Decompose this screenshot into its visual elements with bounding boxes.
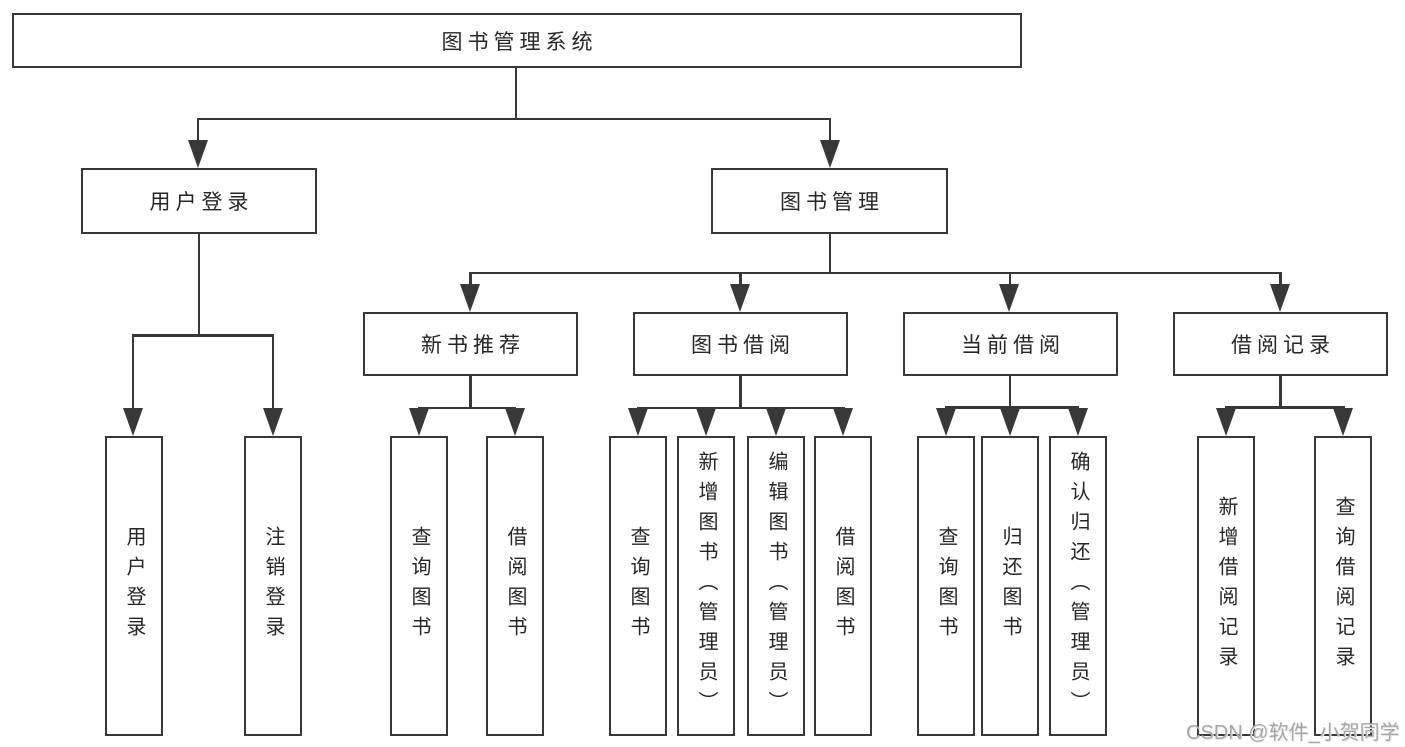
node-label: 用户登录	[149, 191, 254, 214]
arrow-down-icon	[1333, 408, 1353, 436]
node-label: 图书借阅	[691, 334, 795, 357]
arrow-down-icon	[936, 408, 956, 436]
arrow-down-icon	[263, 408, 283, 436]
tree-line	[196, 117, 831, 120]
tree-line	[197, 234, 201, 335]
tree-line	[131, 334, 274, 337]
tree-line	[1279, 271, 1282, 290]
node-leaf-borrow-books-2: 借阅图书	[814, 436, 872, 736]
arrow-down-icon	[696, 408, 716, 436]
node-leaf-edit-book-admin: 编辑图书（管理员）	[747, 436, 805, 736]
node-label: 查询图书	[408, 526, 430, 646]
tree-line	[469, 271, 472, 290]
node-label: 图书管理	[780, 191, 884, 214]
node-label: 注销登录	[262, 526, 284, 646]
node-label: 借阅图书	[504, 526, 526, 646]
node-label: 查询图书	[627, 526, 649, 646]
node-label: 编辑图书（管理员）	[765, 451, 787, 721]
tree-line	[828, 117, 832, 146]
arrow-down-icon	[820, 140, 840, 168]
node-label: 归还图书	[999, 526, 1021, 646]
node-new-book-recommendation: 新书推荐	[363, 312, 578, 376]
node-label: 新增图书（管理员）	[695, 451, 717, 721]
arrow-down-icon	[1216, 408, 1236, 436]
arrow-down-icon	[833, 408, 853, 436]
arrow-down-icon	[730, 284, 750, 312]
node-current-borrowing: 当前借阅	[903, 312, 1118, 376]
node-leaf-borrow-books-1: 借阅图书	[486, 436, 544, 736]
tree-line	[828, 234, 832, 274]
arrow-down-icon	[1068, 408, 1088, 436]
node-leaf-confirm-return-admin: 确认归还（管理员）	[1049, 436, 1107, 736]
tree-line	[739, 271, 742, 290]
tree-line	[739, 376, 742, 407]
tree-line	[196, 117, 200, 146]
tree-line	[944, 406, 1079, 409]
arrow-down-icon	[409, 408, 429, 436]
node-library-management-system: 图书管理系统	[12, 13, 1022, 68]
node-label: 当前借阅	[961, 334, 1065, 357]
node-label: 新书推荐	[421, 334, 525, 357]
node-label: 借阅图书	[832, 526, 854, 646]
node-label: 确认归还（管理员）	[1067, 451, 1089, 721]
arrow-down-icon	[460, 284, 480, 312]
node-label: 图书管理系统	[441, 30, 598, 54]
node-book-borrowing: 图书借阅	[633, 312, 848, 376]
tree-line	[1008, 271, 1012, 290]
arrow-down-icon	[628, 408, 648, 436]
node-user-login: 用户登录	[81, 168, 317, 234]
tree-line	[469, 376, 472, 407]
tree-line	[417, 406, 516, 409]
node-leaf-user-login: 用户登录	[105, 436, 163, 736]
node-label: 借阅记录	[1231, 334, 1335, 357]
tree-line	[1224, 406, 1345, 409]
node-leaf-return-book: 归还图书	[981, 436, 1039, 736]
node-leaf-query-borrow-record: 查询借阅记录	[1314, 436, 1372, 736]
node-leaf-logout: 注销登录	[244, 436, 302, 736]
node-leaf-query-books-1: 查询图书	[390, 436, 448, 736]
arrow-down-icon	[123, 408, 143, 436]
node-label: 用户登录	[123, 526, 145, 646]
arrow-down-icon	[188, 140, 208, 168]
node-leaf-query-books-3: 查询图书	[917, 436, 975, 736]
node-leaf-add-borrow-record: 新增借阅记录	[1197, 436, 1255, 736]
tree-line	[131, 334, 135, 412]
tree-line	[271, 334, 275, 412]
node-label: 新增借阅记录	[1215, 496, 1237, 676]
arrow-down-icon	[766, 408, 786, 436]
tree-line	[636, 406, 845, 409]
node-leaf-query-books-2: 查询图书	[609, 436, 667, 736]
node-label: 查询图书	[935, 526, 957, 646]
node-book-management: 图书管理	[711, 168, 948, 234]
tree-line	[1008, 376, 1012, 407]
arrow-down-icon	[1000, 408, 1020, 436]
arrow-down-icon	[505, 408, 525, 436]
tree-line	[1279, 376, 1282, 407]
node-label: 查询借阅记录	[1332, 496, 1354, 676]
csdn-watermark: CSDN @软件_小贺同学	[1186, 722, 1400, 744]
node-borrowing-records: 借阅记录	[1173, 312, 1388, 376]
arrow-down-icon	[1270, 284, 1290, 312]
tree-line	[514, 68, 518, 118]
arrow-down-icon	[999, 284, 1019, 312]
node-leaf-add-book-admin: 新增图书（管理员）	[677, 436, 735, 736]
tree-line	[469, 271, 1281, 274]
